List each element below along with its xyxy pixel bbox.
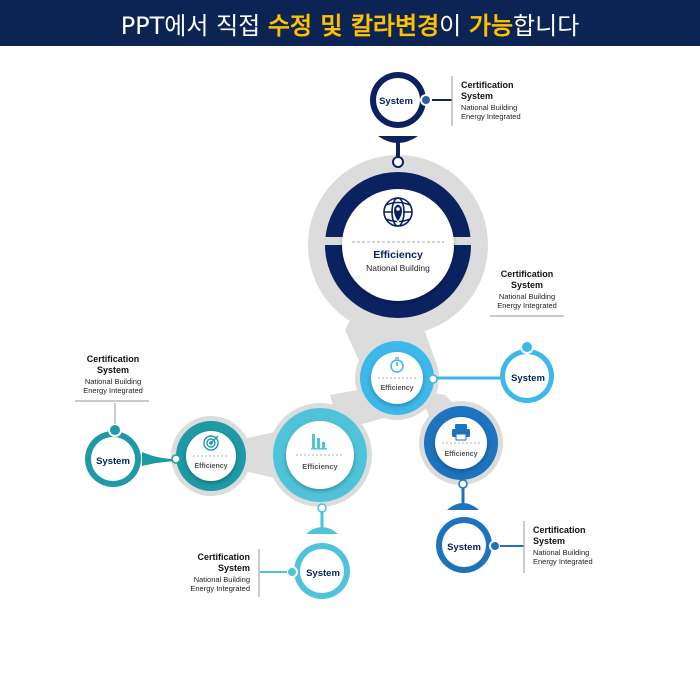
callout-bottom-right: Certification System National Building E… <box>523 521 593 573</box>
callout-top-title1: Certification <box>461 80 514 90</box>
callout-right-title2: System <box>511 280 543 290</box>
banner-highlight-1: 수정 및 칼라변경 <box>267 11 440 40</box>
connector-dot-bottom-right <box>458 479 468 489</box>
callout-left-title2: System <box>97 365 129 375</box>
node-chart: Efficiency <box>273 408 367 502</box>
callout-top-line1: National Building <box>461 103 517 112</box>
callout-right-line2: Energy Integrated <box>497 301 557 310</box>
node-target: Efficiency <box>176 421 246 491</box>
stopwatch-icon <box>390 357 404 373</box>
callout-bottom: Certification System National Building E… <box>190 549 260 597</box>
system-label-bottom: System <box>306 568 340 579</box>
callout-top-title2: System <box>461 91 493 101</box>
connector-dot-right <box>428 374 438 384</box>
system-label-top: System <box>379 96 413 107</box>
callout-left-line2: Energy Integrated <box>83 386 143 395</box>
system-bubble-top: System <box>370 72 452 143</box>
callout-bottom-title2: System <box>218 563 250 573</box>
bar-chart-icon <box>311 434 327 450</box>
connector-dot-top <box>392 156 404 168</box>
callout-bottom-right-line2: Energy Integrated <box>533 557 593 566</box>
node-printer: Efficiency <box>424 406 498 480</box>
callout-left: Certification System National Building E… <box>75 354 149 402</box>
callout-bottom-right-title2: System <box>533 536 565 546</box>
banner-text-2: 이 <box>439 11 469 40</box>
callout-left-title1: Certification <box>87 354 140 364</box>
node-stopwatch: Efficiency <box>360 341 434 415</box>
node-target-title: Efficiency <box>194 463 227 470</box>
callout-bottom-line1: National Building <box>194 575 250 584</box>
node-main-subtitle: National Building <box>366 263 430 273</box>
callout-top-line2: Energy Integrated <box>461 112 521 121</box>
callout-right-title1: Certification <box>501 269 554 279</box>
connector-left <box>142 452 176 466</box>
callout-bottom-right-title1: Certification <box>533 525 586 535</box>
node-chart-title: Efficiency <box>302 462 338 471</box>
banner-text-1: PPT에서 직접 <box>120 11 268 40</box>
system-label-right: System <box>511 373 545 384</box>
system-bubble-right: System <box>500 340 554 403</box>
globe-pin-icon <box>383 197 413 227</box>
banner-highlight-2: 가능 <box>468 11 514 40</box>
callout-right-line1: National Building <box>499 292 555 301</box>
callout-bottom-title1: Certification <box>197 552 250 562</box>
node-main: Efficiency National Building <box>320 172 476 318</box>
node-stopwatch-title: Efficiency <box>380 385 413 392</box>
banner-text-3: 합니다 <box>513 11 580 40</box>
callout-bottom-line2: Energy Integrated <box>190 584 250 593</box>
callout-right: Certification System National Building E… <box>490 269 564 317</box>
connector-dot-bottom <box>317 503 327 513</box>
callout-left-line1: National Building <box>85 377 141 386</box>
system-bubble-left: System <box>85 403 141 487</box>
callout-bottom-right-line1: National Building <box>533 548 589 557</box>
system-label-bottom-right: System <box>447 542 481 553</box>
system-label-left: System <box>96 456 130 467</box>
node-printer-title: Efficiency <box>444 451 477 458</box>
connector-dot-left <box>171 454 181 464</box>
system-bubble-bottom-right: System <box>436 503 524 573</box>
system-bubble-bottom: System <box>260 527 350 599</box>
callout-top: Certification System National Building E… <box>451 76 521 126</box>
target-icon <box>203 435 219 451</box>
node-main-title: Efficiency <box>373 249 423 261</box>
printer-icon <box>452 424 470 441</box>
